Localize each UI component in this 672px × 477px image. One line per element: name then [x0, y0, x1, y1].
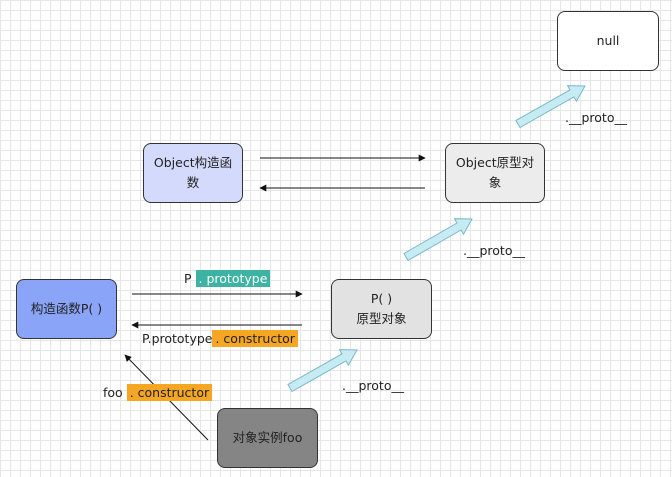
p-prototype-label-line1: P( ) [370, 291, 393, 306]
p-prototype-box: P( ) 原型对象 [331, 279, 432, 339]
proto-block-arrows [287, 85, 586, 393]
constructor-p-box: 构造函数P( ) [16, 279, 117, 339]
null-box: null [557, 11, 659, 71]
label-foo-constructor-highlight: . constructor [126, 384, 213, 401]
foo-instance-box: 对象实例foo [217, 408, 318, 468]
object-prototype-label: Object原型对象 [455, 155, 535, 190]
label-pprototype-constructor: P.prototype. constructor [142, 330, 298, 348]
label-proto-bottom: .__proto__ [342, 378, 404, 393]
proto-arrow-bottom [287, 349, 358, 393]
object-constructor-label: Object构造函数 [153, 155, 233, 190]
p-prototype-label-line2: 原型对象 [356, 311, 407, 326]
label-p-prototype-prefix: P [184, 271, 192, 286]
null-box-label: null [596, 33, 620, 48]
label-proto-mid: .__proto__ [463, 243, 525, 258]
foo-instance-label: 对象实例foo [232, 430, 303, 445]
label-proto-top: .__proto__ [565, 110, 627, 125]
proto-arrow-mid [403, 218, 473, 262]
constructor-p-label: 构造函数P( ) [30, 301, 103, 316]
proto-arrow-top [515, 85, 586, 129]
label-pprototype-constructor-prefix: P.prototype [142, 331, 213, 346]
label-foo-constructor-prefix: foo [103, 385, 123, 400]
label-pprototype-constructor-highlight: . constructor [212, 330, 298, 347]
label-p-prototype: P . prototype [184, 270, 271, 288]
object-constructor-box: Object构造函数 [143, 143, 243, 203]
label-foo-constructor: foo . constructor [103, 384, 213, 402]
label-p-prototype-highlight: . prototype [195, 270, 271, 287]
object-prototype-box: Object原型对象 [445, 143, 545, 203]
